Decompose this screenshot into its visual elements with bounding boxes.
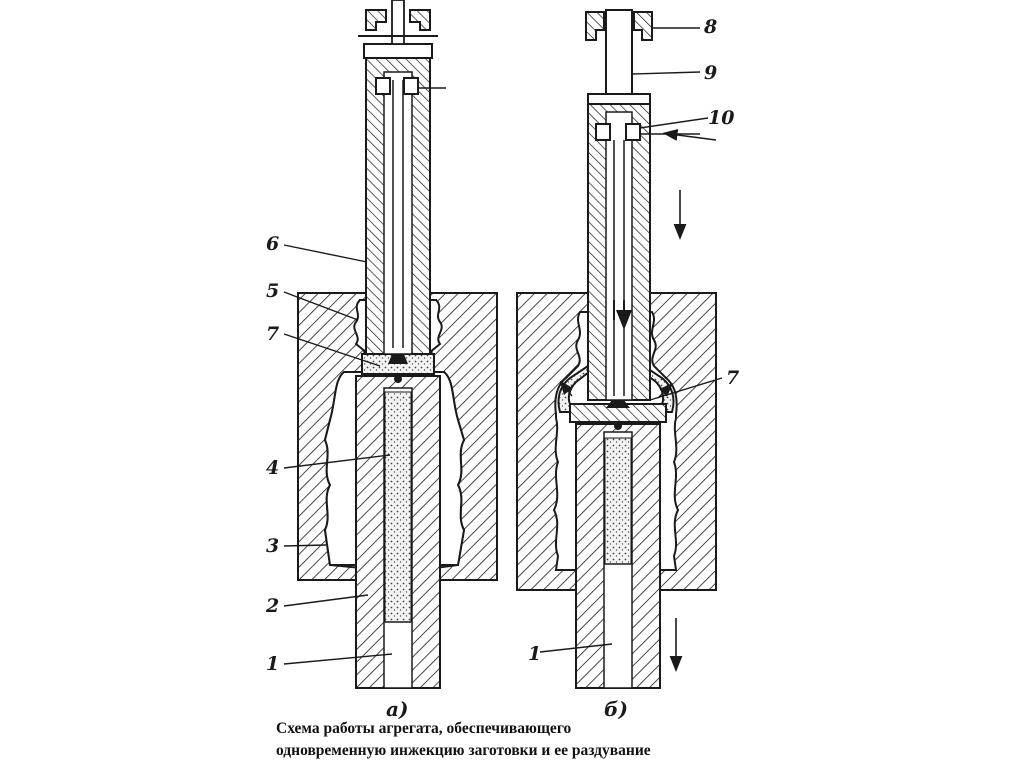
callout-b-8: 8: [703, 16, 717, 38]
top-clamp-b: [585, 11, 605, 41]
panel-a: [283, 0, 498, 689]
thread-left-a: [353, 299, 367, 355]
callout-labels: 6 5 7 4 3 2 1 8 9 10 7 1: [265, 16, 739, 675]
melt-b: [604, 437, 632, 565]
callout-a-1: 1: [266, 653, 279, 675]
panel-b: [516, 9, 723, 689]
thread-right-a: [429, 299, 443, 355]
melt-a: [384, 391, 412, 623]
callout-b-1: 1: [528, 643, 541, 665]
rod-b: [605, 9, 633, 95]
leaders-a: [283, 244, 393, 665]
callout-a-5: 5: [266, 280, 279, 302]
caption-line-2: одновременную инжекцию заготовки и ее ра…: [276, 742, 651, 759]
callout-a-3: 3: [266, 535, 279, 557]
callout-a-6: 6: [266, 233, 279, 255]
callout-a-4: 4: [266, 457, 279, 479]
callout-b-7: 7: [726, 367, 739, 389]
callout-a-2: 2: [265, 595, 279, 617]
callout-b-9: 9: [704, 62, 717, 84]
caption-line-1: Схема работы агрегата, обеспечивающего: [276, 720, 572, 737]
leaders-b: [539, 27, 723, 653]
callout-b-10: 10: [708, 107, 734, 129]
callout-a-7: 7: [266, 323, 279, 345]
figure-caption: Схема работы агрегата, обеспечивающего о…: [276, 718, 756, 762]
panel-a-label: а): [386, 697, 408, 721]
top-clamp-a: [365, 9, 387, 31]
panel-b-label: б): [604, 697, 628, 721]
